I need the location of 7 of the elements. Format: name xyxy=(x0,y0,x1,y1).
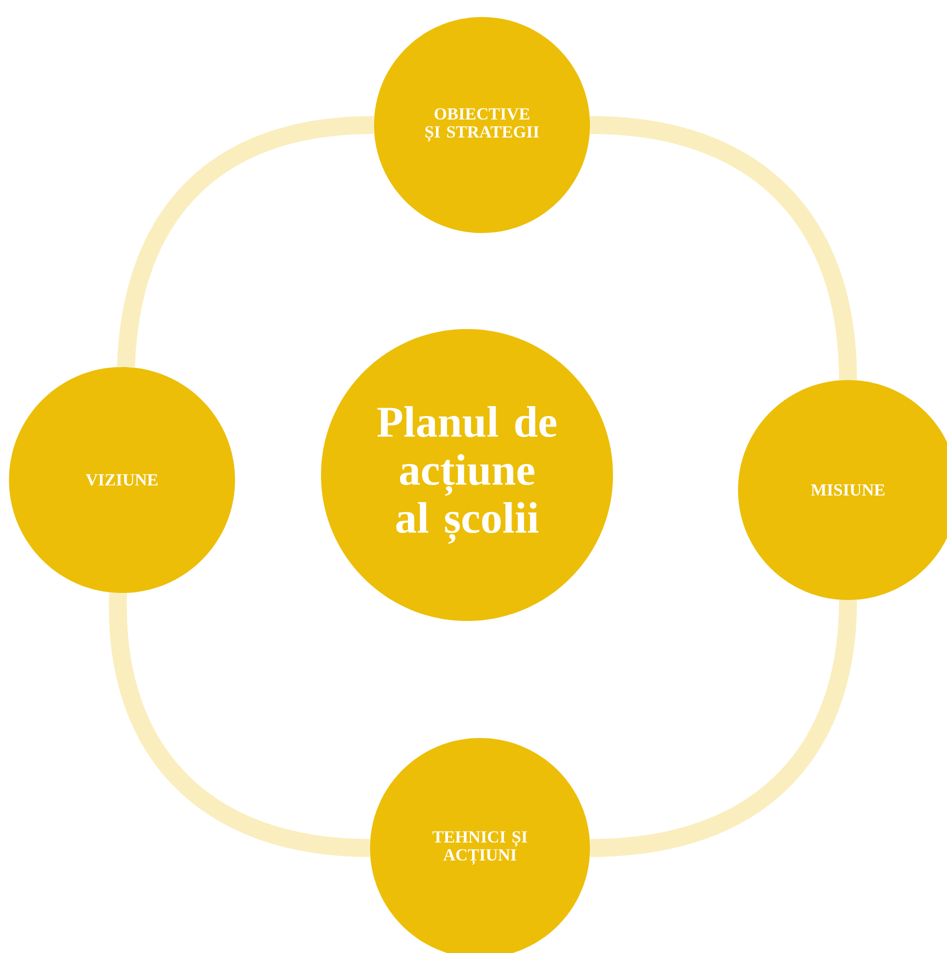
ring-arc xyxy=(590,116,857,380)
ring-arc xyxy=(116,116,374,368)
ring-arc xyxy=(590,600,857,857)
circle-node: OBIECTIVE ȘI STRATEGII xyxy=(374,17,590,233)
circle-node: VIZIUNE xyxy=(9,367,235,593)
ring-arc xyxy=(109,592,370,857)
circle-node: Planul de acțiune al școlii xyxy=(321,329,613,621)
